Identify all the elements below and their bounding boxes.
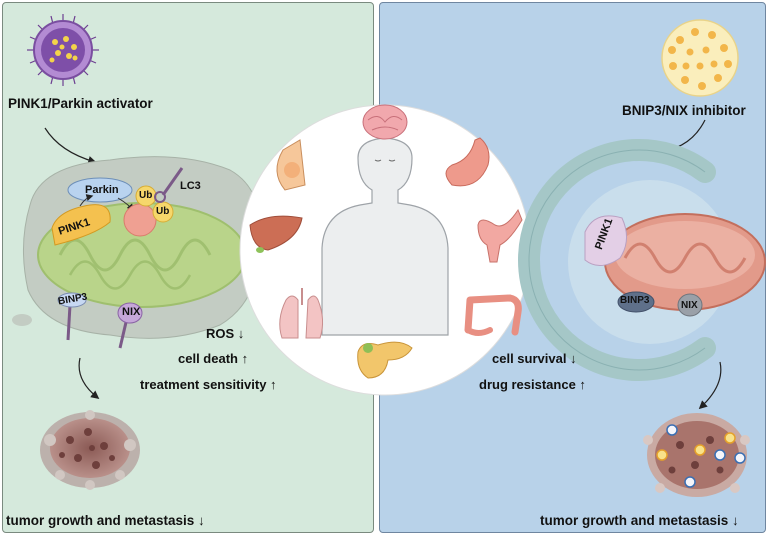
effect-ros: ROS ↓ (206, 326, 244, 341)
nix-label: NIX (122, 306, 140, 318)
damaged-mito-spot (124, 204, 156, 236)
binp3-stalk (68, 305, 70, 340)
ub-label-1: Ub (139, 190, 152, 201)
outcome-left: tumor growth and metastasis ↓ (6, 513, 205, 528)
brain-icon (363, 105, 407, 139)
binp3-label-right: BINP3 (620, 295, 649, 306)
effect-drug-resistance: drug resistance ↑ (479, 377, 586, 392)
nix-label-right: NIX (681, 300, 698, 311)
activator-nanoparticle (27, 14, 99, 86)
parkin-label: Parkin (85, 184, 119, 196)
ub-label-2: Ub (156, 206, 169, 217)
activator-label: PINK1/Parkin activator (8, 96, 153, 111)
effect-cell-survival: cell survival ↓ (492, 351, 577, 366)
lc3-label: LC3 (180, 180, 201, 192)
arrow-cell-to-tumor-right (700, 362, 721, 408)
effect-treatment-sensitivity: treatment sensitivity ↑ (140, 377, 277, 392)
arrow-activator-to-cell (45, 128, 95, 162)
tumor-right (643, 413, 750, 497)
breast-icon (277, 140, 305, 190)
inhibitor-nanoparticle (662, 20, 738, 96)
inhibitor-label: BNIP3/NIX inhibitor (622, 103, 746, 118)
cell-fragment (12, 314, 32, 326)
tumor-left (40, 410, 140, 490)
effect-cell-death: cell death ↑ (178, 351, 248, 366)
arrow-cell-to-tumor (79, 358, 98, 398)
outcome-right: tumor growth and metastasis ↓ (540, 513, 739, 528)
